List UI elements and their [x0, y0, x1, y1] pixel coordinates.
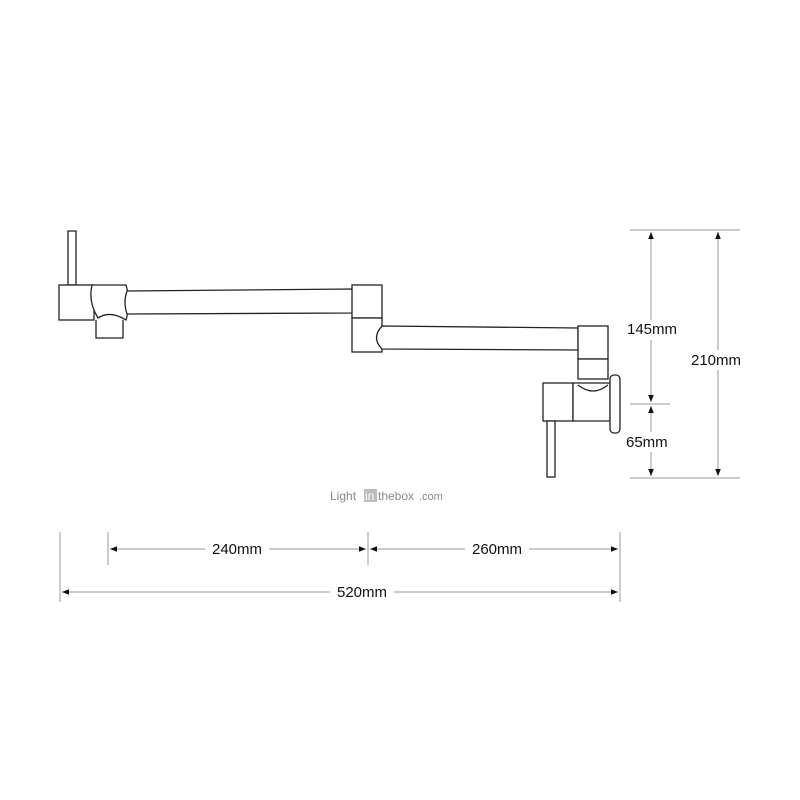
- valve-curve: [577, 384, 609, 392]
- logo-text-com: .com: [419, 491, 443, 503]
- logo-text-thebox: thebox: [378, 489, 414, 503]
- wall-flange: [609, 374, 621, 434]
- left-handle: [67, 230, 77, 286]
- left-width-label: 240mm: [212, 541, 262, 558]
- watermark-logo: Light in thebox .com: [330, 489, 443, 503]
- logo-text-in: in: [365, 489, 374, 503]
- valve-lever: [546, 420, 556, 478]
- left-swivel: [90, 284, 130, 322]
- logo-text-light: Light: [330, 489, 357, 503]
- horizontal-dimensions: 240mm 260mm 520mm: [59, 532, 621, 602]
- lower-height-label: 65mm: [626, 434, 668, 451]
- middle-joint-upper: [351, 284, 383, 319]
- right-width-label: 260mm: [472, 541, 522, 558]
- faucet-drawing: [58, 230, 621, 478]
- lower-arm: [375, 325, 579, 351]
- left-body: [58, 284, 95, 321]
- vertical-dimensions: 145mm 210mm 65mm: [626, 229, 752, 479]
- total-width-label: 520mm: [337, 584, 387, 601]
- right-joint-upper: [577, 325, 609, 360]
- total-height-label: 210mm: [691, 352, 741, 369]
- upper-arm: [124, 288, 354, 315]
- upper-height-label: 145mm: [627, 321, 677, 338]
- right-joint-lower: [577, 358, 609, 380]
- spout-tip: [95, 320, 124, 339]
- valve-body: [542, 382, 574, 422]
